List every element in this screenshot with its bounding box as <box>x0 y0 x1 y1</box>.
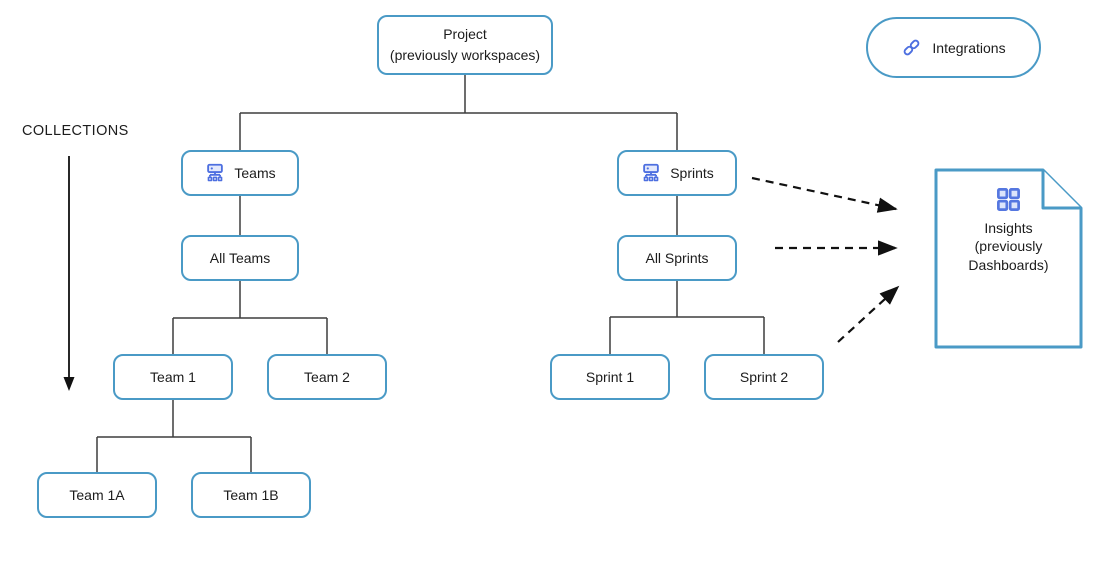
node-team1-label: Team 1 <box>150 369 196 385</box>
node-team1a-label: Team 1A <box>69 487 125 503</box>
node-insights-sublabel-1: (previously <box>974 238 1043 255</box>
node-sprint1-label: Sprint 1 <box>585 369 635 385</box>
node-sprint2: Sprint 2 <box>704 354 824 400</box>
node-all-teams: All Teams <box>181 235 299 281</box>
node-sprint2-label: Sprint 2 <box>739 369 789 385</box>
node-all-sprints: All Sprints <box>617 235 737 281</box>
node-insights-sublabel-2: Dashboards) <box>968 256 1049 273</box>
node-insights-label: Insights <box>984 220 1033 236</box>
node-all-teams-label: All Teams <box>209 250 271 266</box>
node-project-sublabel: (previously workspaces) <box>389 47 541 63</box>
document-shape <box>934 168 1083 349</box>
node-team1: Team 1 <box>113 354 233 400</box>
node-sprint1: Sprint 1 <box>550 354 670 400</box>
org-hierarchy-icon <box>640 162 662 184</box>
node-team2-label: Team 2 <box>304 369 350 385</box>
node-team1b: Team 1B <box>191 472 311 518</box>
grid-icon <box>995 186 1022 213</box>
node-integrations: Integrations <box>866 17 1041 78</box>
node-team1b-label: Team 1B <box>223 487 279 503</box>
node-teams: Teams <box>181 150 299 196</box>
dashed-arrows <box>751 176 900 343</box>
node-project: Project (previously workspaces) <box>377 15 553 75</box>
node-all-sprints-label: All Sprints <box>645 250 709 266</box>
link-icon <box>901 37 922 58</box>
collections-arrow <box>63 156 75 391</box>
node-team1a: Team 1A <box>37 472 157 518</box>
node-sprints: Sprints <box>617 150 737 196</box>
node-project-label: Project <box>443 26 487 42</box>
org-hierarchy-icon <box>204 162 226 184</box>
node-teams-label: Teams <box>234 165 276 181</box>
node-team2: Team 2 <box>267 354 387 400</box>
node-sprints-label: Sprints <box>670 165 714 181</box>
node-integrations-label: Integrations <box>932 39 1006 56</box>
collections-label: COLLECTIONS <box>22 123 129 139</box>
node-insights: Insights (previously Dashboards) <box>936 186 1081 336</box>
